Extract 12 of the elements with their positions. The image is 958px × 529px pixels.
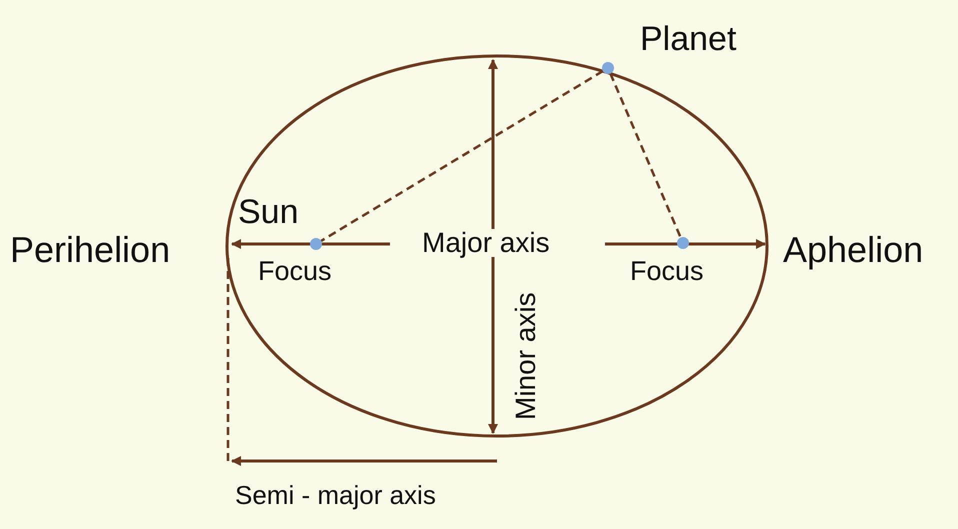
point-label: Focus [258, 258, 332, 285]
orbit-point [310, 238, 322, 250]
point-label: Perihelion [10, 232, 170, 268]
point-label: Sun [238, 195, 298, 229]
point-label: Planet [640, 22, 736, 56]
orbit-point [677, 237, 689, 249]
point-label: Aphelion [783, 232, 924, 268]
axis-label: Semi - major axis [235, 482, 436, 508]
orbit-point [602, 62, 614, 74]
point-label: Focus [630, 258, 704, 285]
connecting-line [609, 73, 682, 238]
connecting-line [320, 70, 604, 242]
